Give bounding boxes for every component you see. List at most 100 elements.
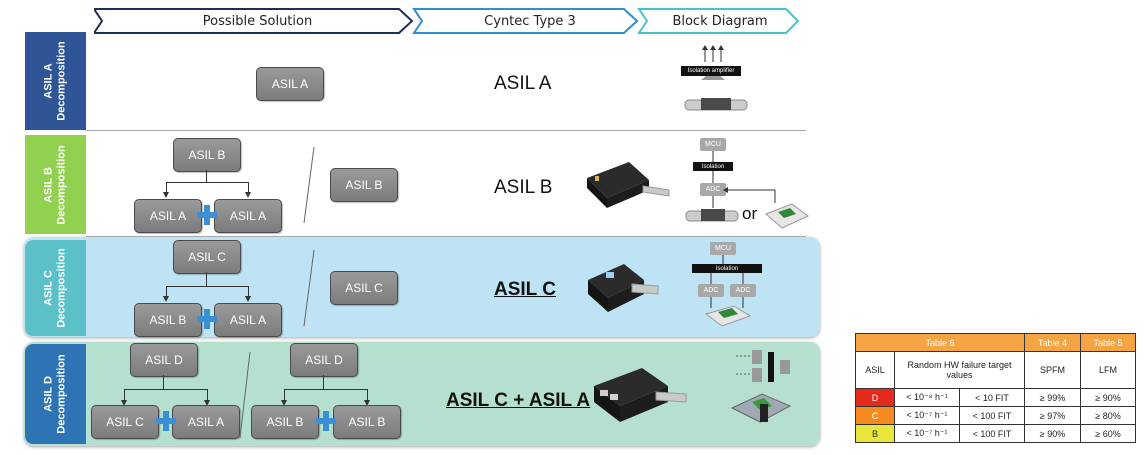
arrow-down-icon [163,192,169,198]
header-possible-solution: Possible Solution [202,13,313,29]
tree-line [166,286,167,297]
table-row: D < 10⁻⁸ h⁻¹ < 10 FIT ≥ 99% ≥ 90% [855,388,1136,407]
adc-block: ADC [698,284,724,297]
table-row: C < 10⁻⁷ h⁻¹ < 100 FIT ≥ 97% ≥ 80% [855,406,1136,425]
asil-box: ASIL A [214,199,282,233]
tree-line [248,286,249,297]
tree-line [323,375,324,389]
asil-box: ASIL D [130,343,198,377]
tree-line [166,286,249,287]
asil-level-cell: C [855,406,895,425]
isolation-bar: Isolation [693,162,733,171]
tree-line [163,375,164,389]
tree-line [124,389,208,390]
asil-box: ASIL B [251,405,319,439]
fit-cell: < 100 FIT [959,406,1025,425]
asil-box: ASIL B [173,138,241,172]
asil-box: ASIL C [330,271,398,305]
asil-box: ASIL A [256,67,324,101]
spfm-cell: ≥ 99% [1024,388,1081,407]
fit-cell: < 100 FIT [959,424,1025,443]
asil-level-cell: D [855,388,895,407]
shunt-resistor-image [765,203,809,229]
asil-box: ASIL B [333,405,401,439]
tree-line [124,389,125,401]
asil-box: ASIL A [134,199,202,233]
table-header-4: Table 4 [1024,333,1081,352]
cyntec-label-d: ASIL C + ASIL A [446,390,591,411]
plus-icon [197,309,217,329]
row-divider [86,236,806,237]
tree-line [207,389,208,401]
tree-line [284,389,285,401]
slash-divider [303,249,315,327]
arrow-down-icon [204,400,210,406]
arrow-down-icon [163,296,169,302]
spfm-cell: ≥ 90% [1024,424,1081,443]
table-header-6: Table 6 [855,333,1025,352]
arrow-down-icon [245,296,251,302]
tree-line [284,389,368,390]
lfm-cell: ≥ 80% [1080,406,1136,425]
asil-box: ASIL A [172,405,240,439]
asil-level-cell: B [855,424,895,443]
isolation-amplifier-bar: Isolation amplifier [681,66,741,76]
table-subheader-lfm: LFM [1080,351,1136,389]
asil-box: ASIL B [134,303,202,337]
arrow-down-icon [281,400,287,406]
arrow-down-icon [121,400,127,406]
arrow-down-icon [364,400,370,406]
tree-line [206,272,207,286]
asil-box: ASIL D [290,343,358,377]
table-subheader-spfm: SPFM [1024,351,1081,389]
mcu-block: MCU [700,138,726,151]
plus-icon [156,411,176,431]
block-diagram-a [684,45,748,111]
tree-line [248,182,249,193]
block-diagram-b-connectors [685,151,776,222]
cyntec-label-b: ASIL B [494,177,553,198]
adc-block: ADC [730,284,756,297]
asil-box: ASIL B [330,168,398,202]
header-chevrons [94,8,800,34]
asil-box: ASIL C [173,240,241,274]
table-row: B < 10⁻⁷ h⁻¹ < 100 FIT ≥ 90% ≥ 60% [855,424,1136,443]
sensor-product-image [587,162,670,208]
asil-box: ASIL A [214,303,282,337]
rate-cell: < 10⁻⁷ h⁻¹ [894,406,960,425]
spfm-cell: ≥ 97% [1024,406,1081,425]
lfm-cell: ≥ 90% [1080,388,1136,407]
sensor-product-image [594,368,687,422]
fit-cell: < 10 FIT [959,388,1025,407]
adc-block: ADC [700,183,726,196]
rate-cell: < 10⁻⁸ h⁻¹ [894,388,960,407]
arrow-down-icon [245,192,251,198]
plus-icon [316,411,336,431]
table-subheader-asil: ASIL [855,351,895,389]
row-divider [86,130,806,131]
block-diagram-c-connectors [704,255,752,327]
slash-divider [303,146,315,224]
mcu-block: MCU [710,242,736,255]
lfm-cell: ≥ 60% [1080,424,1136,443]
tree-line [367,389,368,401]
cyntec-label-a: ASIL A [494,73,552,94]
block-diagram-d [730,350,792,423]
table-header-5: Table 5 [1080,333,1136,352]
asil-requirements-table: Table 6 Table 4 Table 5 ASIL Random HW f… [855,333,1136,443]
plus-icon [197,205,217,225]
tree-line [166,182,249,183]
rate-cell: < 10⁻⁷ h⁻¹ [894,424,960,443]
isolation-bar: Isolation [692,264,762,273]
tree-line [166,182,167,193]
header-block-diagram: Block Diagram [672,13,768,29]
asil-box: ASIL C [91,405,159,439]
sensor-product-image [588,264,659,312]
or-label: or [742,204,758,223]
header-cyntec-type3: Cyntec Type 3 [484,13,576,29]
table-subheader-target: Random HW failure target values [894,351,1025,389]
